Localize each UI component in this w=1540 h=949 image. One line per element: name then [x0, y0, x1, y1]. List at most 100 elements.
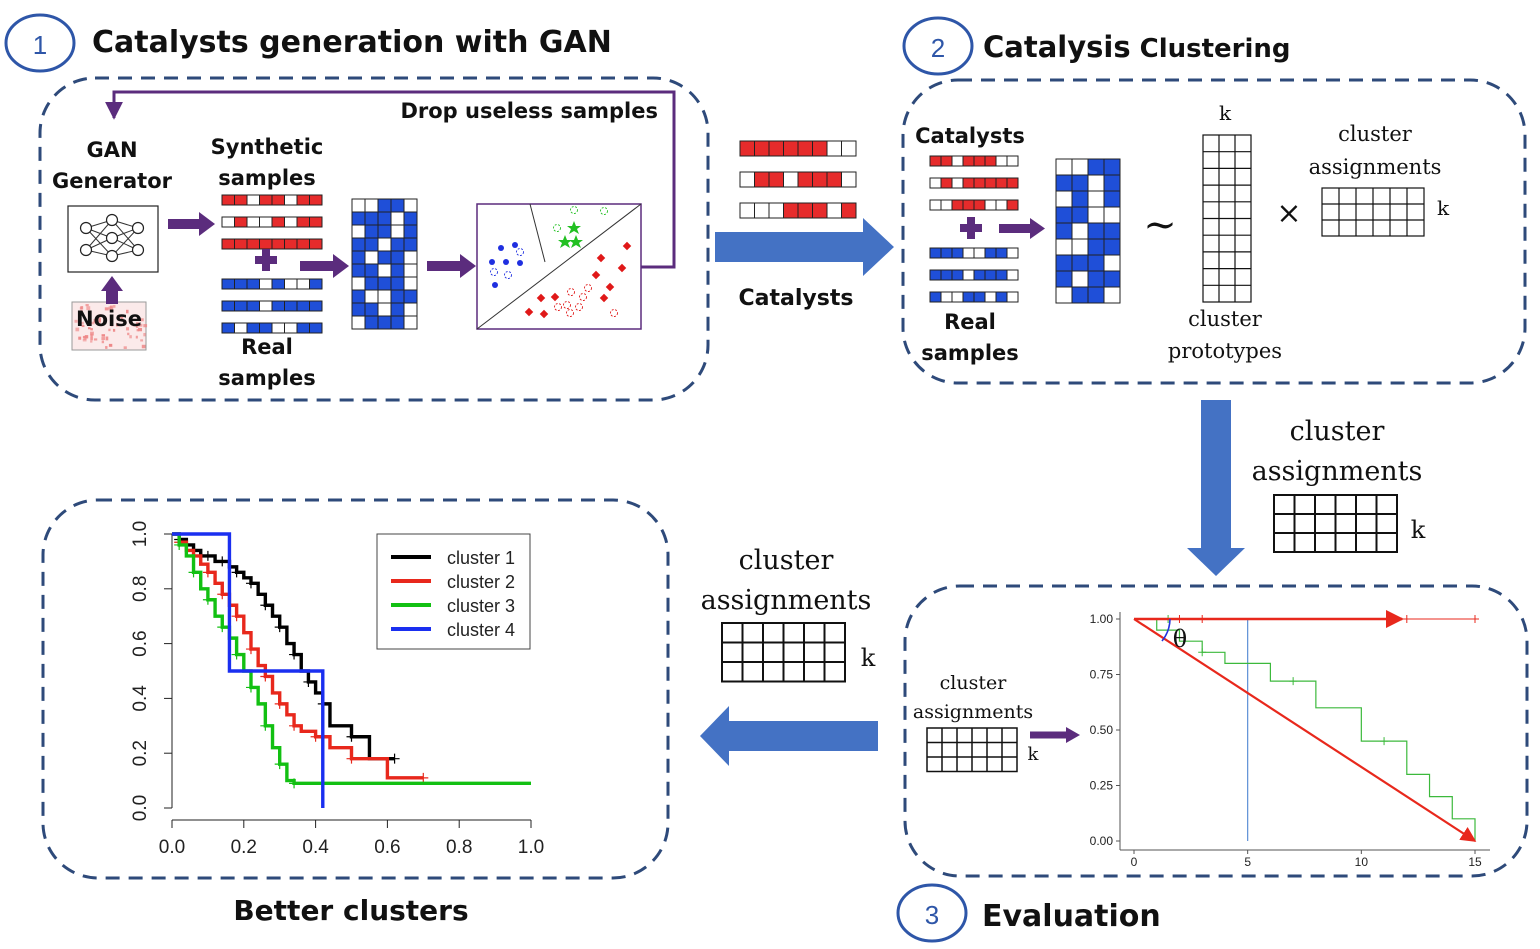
matrix-cell: [973, 177, 986, 189]
noise-dot: [109, 307, 114, 311]
eval-angle-arc: [1161, 618, 1171, 642]
step-3-title: Evaluation: [982, 899, 1161, 934]
matrix-cell: [1103, 238, 1121, 256]
matrix-cell: [841, 202, 857, 219]
p3-assign-label-line1: cluster: [940, 672, 1008, 694]
matrix-cell: [271, 194, 285, 206]
surv-legend-label: cluster 1: [447, 548, 515, 568]
matrix-cell: [351, 250, 366, 265]
matrix-cell: [826, 202, 842, 219]
matrix-cell: [1087, 238, 1105, 256]
prototypes-k-label: k: [1219, 101, 1232, 125]
matrix-cell: [259, 216, 273, 228]
surv-censor-mark: [346, 731, 357, 742]
matrix-cell: [739, 171, 755, 188]
matrix-cell: [271, 216, 285, 228]
p2-arrowhead: [1030, 218, 1045, 239]
noise-dot: [90, 331, 94, 336]
matrix-cell: [962, 269, 975, 281]
matrix-cell: [1006, 269, 1019, 281]
matrix-cell: [783, 202, 799, 219]
surv-censor-mark: [174, 539, 185, 550]
matrix-cell: [390, 315, 405, 330]
matrix-cell: [1103, 158, 1121, 176]
surv-censor-mark: [231, 649, 242, 660]
panel-1-border: [38, 76, 710, 402]
plus-sign-1: [255, 249, 277, 271]
synthetic-label-line2: samples: [218, 166, 316, 190]
matrix-cell: [995, 291, 1008, 303]
surv-censor-mark: [274, 698, 285, 709]
surv-censor-mark: [217, 589, 228, 600]
matrix-cell: [754, 202, 770, 219]
flow-assign-right-line2: assignments: [1252, 456, 1423, 487]
noise-dot: [83, 335, 87, 340]
surv-x-tick-label: 0.0: [159, 837, 185, 858]
matrix-cell: [951, 199, 964, 211]
noise-dot: [105, 346, 108, 349]
panel-2-border: [901, 78, 1527, 385]
matrix-cell: [984, 199, 997, 211]
p3-arrowhead: [1066, 727, 1080, 743]
matrix-cell: [995, 199, 1008, 211]
eval-y-tick-label: 0.75: [1090, 668, 1114, 682]
matrix-cell: [1055, 174, 1073, 192]
p2-real-label-line2: samples: [921, 341, 1019, 365]
noise-dot: [108, 306, 112, 310]
matrix-cell: [951, 291, 964, 303]
matrix-cell: [973, 291, 986, 303]
matrix-cell: [390, 289, 405, 304]
matrix-cell: [973, 247, 986, 259]
matrix-cell: [929, 177, 942, 189]
step-1-number: 1: [33, 30, 47, 60]
combined-matrix: [351, 198, 418, 330]
noise-dot: [108, 343, 113, 347]
matrix-cell: [403, 211, 418, 226]
matrix-cell: [984, 247, 997, 259]
matrix-cell: [403, 263, 418, 278]
surv-y-tick-label: 0.6: [130, 630, 151, 656]
eval-red-censor: [1471, 615, 1479, 623]
matrix-cell: [812, 171, 828, 188]
noise-dot: [129, 335, 132, 339]
eval-x-tick-label: 10: [1355, 855, 1369, 869]
step-2-header: 2 Catalysis Clustering: [902, 16, 1291, 76]
matrix-cell: [962, 177, 975, 189]
surv-censor-mark: [274, 759, 285, 770]
matrix-cell: [309, 194, 323, 206]
surv-legend-label: cluster 4: [447, 620, 515, 640]
matrix-cell: [754, 140, 770, 157]
matrix-cell: [1071, 222, 1089, 240]
matrix-cell: [390, 237, 405, 252]
noise-dot: [93, 319, 96, 323]
matrix-cell: [296, 300, 310, 312]
matrix-cell: [364, 315, 379, 330]
noise-dot: [123, 346, 127, 349]
surv-x-tick-label: 0.8: [446, 837, 472, 858]
matrix-cell: [259, 238, 273, 250]
p2-combined-matrix: [1055, 158, 1121, 304]
matrix-cell: [246, 194, 260, 206]
matrix-cell: [1006, 199, 1019, 211]
matrix-cell: [221, 194, 235, 206]
matrix-cell: [812, 140, 828, 157]
matrix-cell: [1103, 222, 1121, 240]
matrix-cell: [377, 224, 392, 239]
noise-dot: [112, 305, 116, 308]
matrix-cell: [377, 250, 392, 265]
surv-y-tick-label: 0.4: [130, 685, 151, 712]
surv-y-tick-label: 1.0: [130, 521, 151, 547]
matrix-cell: [1087, 174, 1105, 192]
noise-dot: [93, 338, 98, 341]
matrix-cell: [309, 216, 323, 228]
real-label-line1: Real: [241, 335, 293, 359]
noise-dot: [126, 309, 129, 314]
matrix-cell: [1071, 174, 1089, 192]
noise-dot: [112, 328, 116, 332]
surv-censor-mark: [245, 644, 256, 655]
matrix-cell: [951, 269, 964, 281]
matrix-cell: [1071, 270, 1089, 288]
matrix-cell: [364, 250, 379, 265]
eval-y-tick-label: 0.50: [1090, 723, 1114, 737]
